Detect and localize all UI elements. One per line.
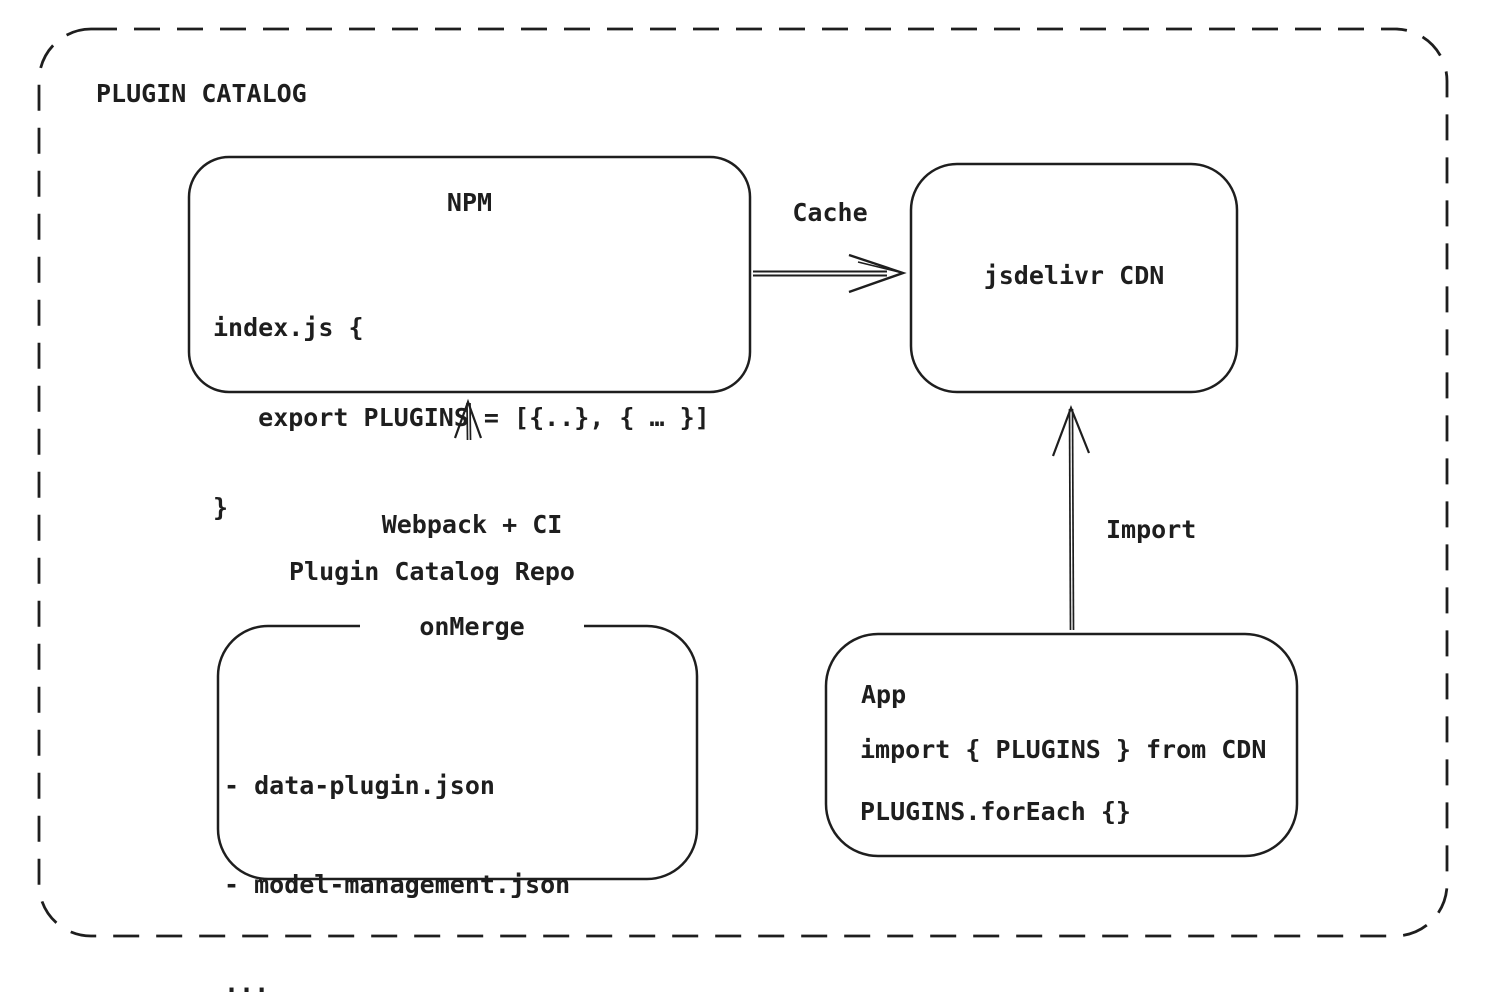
app-box-title: App — [861, 680, 907, 709]
cdn-box-shape — [909, 162, 1239, 394]
cache-arrow-label: Cache — [792, 198, 868, 227]
app-box-shape — [824, 632, 1299, 858]
build-arrow-label-line: Webpack + CI — [381, 510, 563, 539]
app-code-line: import { PLUGINS } from CDN — [860, 735, 1267, 764]
cache-arrow — [753, 253, 907, 294]
diagram-title: PLUGIN CATALOG — [96, 79, 307, 108]
app-code-line: PLUGINS.forEach {} — [860, 797, 1131, 826]
npm-box-shape — [187, 155, 752, 394]
repo-list-item: ... — [224, 969, 270, 998]
build-arrow-label-line: onMerge — [419, 612, 525, 641]
cdn-box-label: jsdelivr CDN — [983, 261, 1165, 290]
build-arrow-label: Webpack + CI onMerge — [360, 440, 584, 712]
npm-box-title: NPM — [446, 188, 493, 217]
npm-code-line: export PLUGINS = [{..}, { … }] — [213, 403, 710, 432]
catalog-dashed-border — [37, 27, 1449, 938]
repo-file-list: - data-plugin.json - model-management.js… — [224, 703, 570, 1002]
repo-list-item: - data-plugin.json — [224, 771, 495, 800]
import-arrow-label: Import — [1106, 515, 1197, 544]
npm-code-line: index.js { — [213, 313, 364, 342]
npm-code-line: } — [213, 493, 229, 522]
repo-heading: Plugin Catalog Repo — [289, 557, 575, 586]
import-arrow — [1051, 404, 1091, 631]
repo-list-item: - model-management.json — [224, 870, 571, 899]
npm-code-block: index.js { export PLUGINS = [{..}, { … }… — [213, 253, 710, 583]
